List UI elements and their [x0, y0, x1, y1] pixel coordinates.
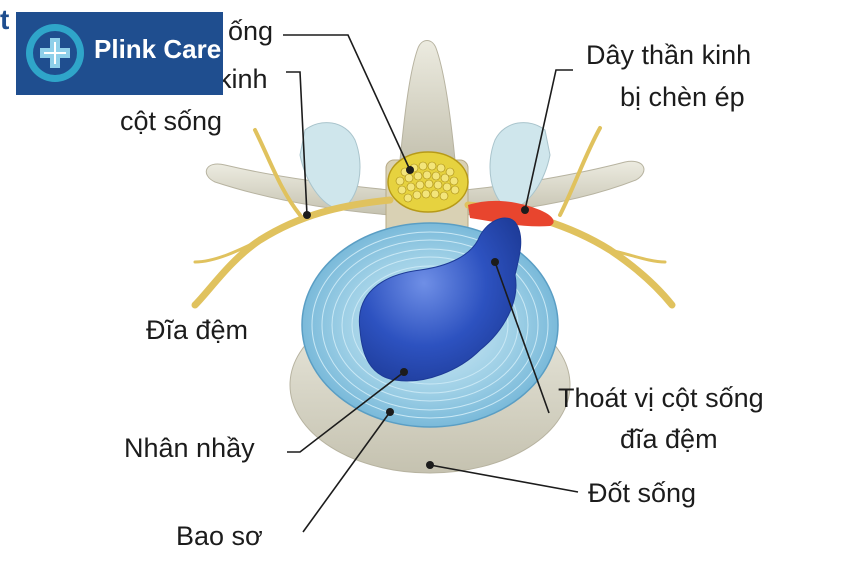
label-spinal-cord-partial: ống	[228, 16, 274, 46]
dot-vertebra	[426, 461, 434, 469]
label-nerve-left-line1: kinh	[218, 64, 268, 94]
label-annulus: Bao sơ	[176, 521, 263, 551]
right-nerve-twig	[608, 248, 667, 264]
leader-nerve-left	[286, 71, 308, 216]
right-nerve-branch	[558, 126, 602, 217]
leader-lines	[283, 34, 579, 533]
label-nerve-left-line2: cột sống	[120, 106, 223, 136]
medical-cross-icon	[26, 24, 84, 82]
dot-nerve-left	[303, 211, 311, 219]
label-disc: Đĩa đệm	[146, 315, 249, 345]
spinous-process	[399, 40, 456, 161]
leader-dots	[303, 166, 529, 469]
left-nerve-twig	[193, 238, 262, 264]
compressed-nerve	[468, 200, 554, 227]
annulus-rings	[311, 231, 549, 419]
label-herniation-line2: đĩa đệm	[620, 424, 718, 454]
leader-annulus	[302, 411, 391, 533]
dot-herniation	[491, 258, 499, 266]
brand-name: Plink Care	[94, 34, 222, 64]
label-vertebra: Đốt sống	[588, 478, 697, 508]
label-herniation-line1: Thoát vị cột sống	[558, 383, 764, 413]
dot-spinal-cord	[406, 166, 414, 174]
left-facet	[299, 122, 361, 211]
corner-glyph: t	[0, 4, 10, 35]
label-nucleus: Nhân nhầy	[124, 433, 255, 463]
brand-logo: Plink Care	[16, 12, 223, 95]
label-compressed-nerve-line2: bị chèn ép	[620, 82, 745, 112]
right-facet	[489, 122, 551, 211]
leader-compressed-nerve	[524, 69, 573, 211]
leader-spinal-cord	[283, 34, 411, 171]
leader-vertebra	[429, 464, 579, 493]
left-nerve-branch	[253, 128, 302, 217]
left-transverse-process	[205, 163, 391, 216]
nucleus-pulposus	[358, 217, 522, 382]
dot-nucleus	[400, 368, 408, 376]
leader-herniation	[494, 261, 550, 414]
label-compressed-nerve-line1: Dây thần kinh	[586, 40, 752, 70]
dot-annulus	[386, 408, 394, 416]
dot-compressed-nerve	[521, 206, 529, 214]
leader-nucleus	[287, 371, 405, 453]
